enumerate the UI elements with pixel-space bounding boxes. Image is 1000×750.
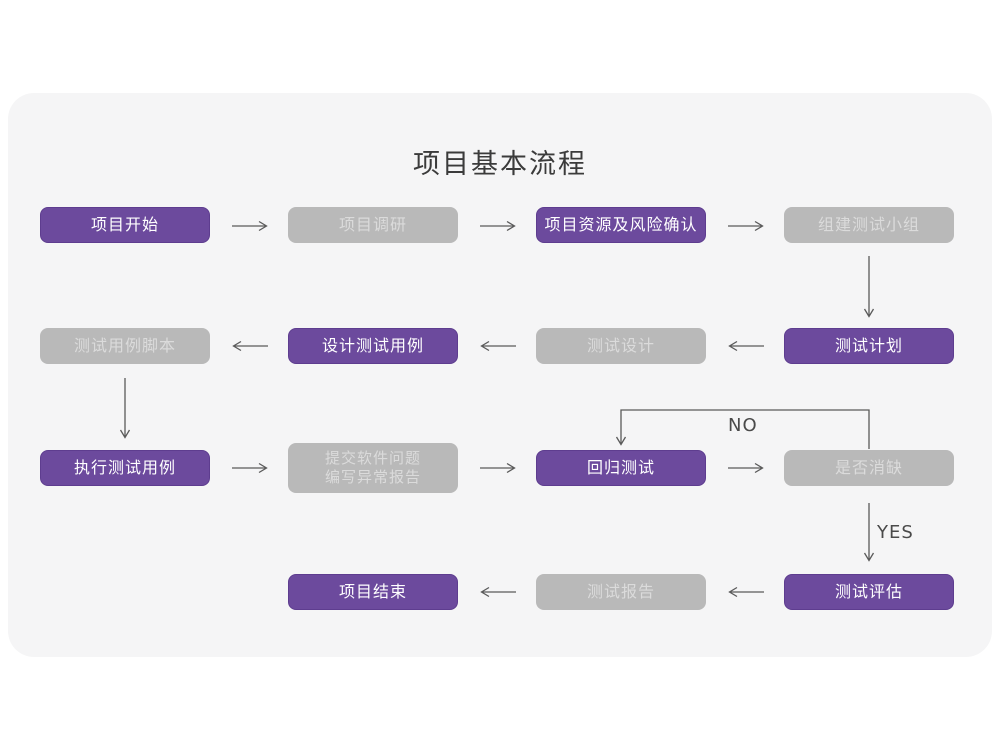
node-defect-resolved: 是否消缺 — [784, 450, 954, 486]
branch-label-no: NO — [728, 415, 758, 436]
submit-issue-line1: 提交软件问题 — [324, 449, 421, 467]
branch-label-yes: YES — [877, 522, 914, 543]
node-test-report: 测试报告 — [536, 574, 706, 610]
node-resource-risk-confirm: 项目资源及风险确认 — [536, 207, 706, 243]
node-project-research: 项目调研 — [288, 207, 458, 243]
node-project-start: 项目开始 — [40, 207, 210, 243]
node-submit-issue-report: 提交软件问题 编写异常报告 — [288, 443, 458, 493]
node-test-case-script: 测试用例脚本 — [40, 328, 210, 364]
flowchart-card — [8, 93, 992, 657]
node-build-test-team: 组建测试小组 — [784, 207, 954, 243]
node-project-end: 项目结束 — [288, 574, 458, 610]
node-regression-test: 回归测试 — [536, 450, 706, 486]
page-title: 项目基本流程 — [413, 149, 587, 180]
node-execute-test-case: 执行测试用例 — [40, 450, 210, 486]
node-test-plan: 测试计划 — [784, 328, 954, 364]
node-test-evaluation: 测试评估 — [784, 574, 954, 610]
node-design-test-case: 设计测试用例 — [288, 328, 458, 364]
submit-issue-line2: 编写异常报告 — [324, 468, 421, 486]
node-test-design: 测试设计 — [536, 328, 706, 364]
